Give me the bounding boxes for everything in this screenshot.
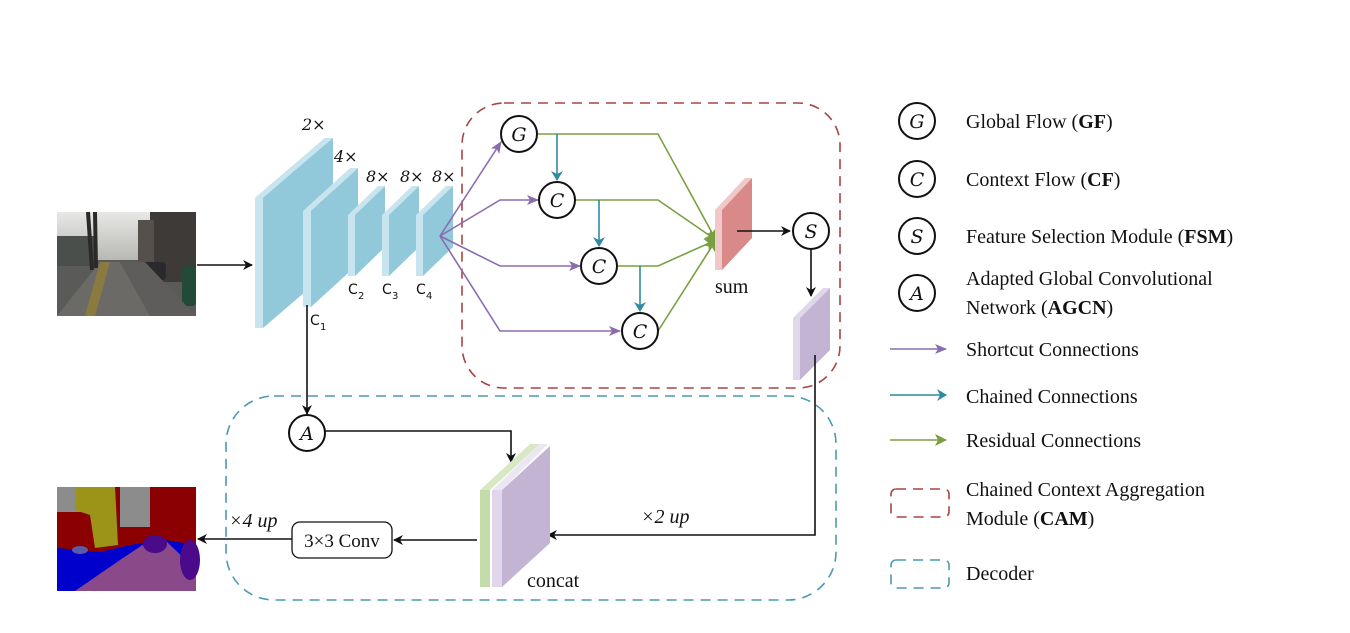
context-flow-node-1: C: [538, 181, 576, 219]
svg-text:2: 2: [358, 291, 364, 302]
svg-text:S: S: [910, 226, 923, 248]
context-flow-icon: [898, 160, 936, 198]
legend: G Global Flow (GF) C Context Flow (CF) S…: [890, 102, 1233, 589]
decoder-region: [225, 395, 837, 601]
svg-text:Module (CAM): Module (CAM): [966, 508, 1094, 530]
svg-text:Chained Context Aggregation: Chained Context Aggregation: [966, 479, 1205, 501]
fsm-icon: [898, 217, 936, 255]
legend-item-shortcut: Shortcut Connections: [890, 339, 1139, 361]
svg-text:G: G: [909, 111, 924, 133]
legend-item-residual: Residual Connections: [890, 430, 1141, 452]
decoder-box-icon: [890, 559, 950, 589]
sum-label: sum: [715, 276, 749, 298]
feature-label-c3: C 3: [382, 282, 398, 302]
svg-text:C: C: [310, 313, 320, 329]
svg-text:C: C: [382, 282, 392, 298]
upsample-2x-arrow: [547, 355, 816, 540]
global-flow-node: G: [500, 115, 538, 153]
agcn-icon: [898, 274, 936, 312]
chained-connections: [551, 134, 646, 312]
svg-text:Adapted Global Convolutional: Adapted Global Convolutional: [966, 268, 1213, 290]
svg-text:Network (AGCN): Network (AGCN): [966, 297, 1113, 319]
scale-label-2: 4×: [333, 147, 358, 166]
legend-item-context-flow: C Context Flow (CF): [898, 160, 1120, 198]
concat-block: [480, 444, 550, 587]
legend-item-decoder: Decoder: [890, 559, 1034, 589]
svg-text:S: S: [804, 221, 817, 243]
svg-text:1: 1: [320, 322, 326, 333]
svg-text:3×3 Conv: 3×3 Conv: [304, 531, 380, 552]
agcn-node: A: [288, 414, 326, 452]
svg-text:3: 3: [392, 291, 398, 302]
context-flow-node-2: C: [580, 247, 618, 285]
svg-text:Decoder: Decoder: [966, 563, 1034, 585]
legend-item-cam: Chained Context Aggregation Module (CAM): [890, 479, 1205, 530]
legend-item-fsm: S Feature Selection Module (FSM): [898, 217, 1233, 255]
scale-label-4: 8×: [400, 167, 424, 186]
encoder-block-3: [348, 186, 385, 276]
conv-3x3-box: 3×3 Conv: [291, 521, 393, 559]
svg-text:Shortcut Connections: Shortcut Connections: [966, 339, 1139, 361]
legend-item-global-flow: G Global Flow (GF): [898, 102, 1113, 140]
scale-label-1: 2×: [301, 115, 326, 134]
svg-text:C: C: [550, 190, 565, 212]
scale-label-5: 8×: [432, 167, 456, 186]
feature-label-c1: C 1: [310, 313, 326, 333]
global-flow-icon: [898, 102, 936, 140]
svg-text:C: C: [348, 282, 358, 298]
up4-label: ×4 up: [229, 510, 278, 532]
cam-region: [461, 102, 841, 389]
output-segmentation-image: [57, 487, 200, 591]
svg-text:C: C: [416, 282, 426, 298]
encoder-block-5: [416, 186, 453, 276]
residual-connections: [537, 133, 717, 332]
cam-box-icon: [890, 488, 950, 518]
svg-text:G: G: [511, 124, 526, 146]
agcn-to-concat-arrow: [325, 430, 516, 463]
legend-item-chained: Chained Connections: [890, 386, 1138, 408]
svg-text:Global Flow (GF): Global Flow (GF): [966, 111, 1113, 133]
sum-block: [715, 178, 752, 270]
svg-text:4: 4: [426, 291, 432, 302]
input-image: [57, 211, 196, 316]
shortcut-connections: [439, 141, 621, 336]
encoder-block-4: [382, 186, 419, 276]
fsm-output-block: [793, 288, 830, 380]
encoder: [255, 138, 453, 328]
scale-label-3: 8×: [366, 167, 390, 186]
svg-text:C: C: [910, 169, 925, 191]
fsm-node: S: [792, 212, 830, 250]
concat-label: concat: [527, 570, 580, 592]
svg-text:Residual Connections: Residual Connections: [966, 430, 1141, 452]
svg-text:Chained Connections: Chained Connections: [966, 386, 1138, 408]
encoder-block-2: [303, 168, 358, 307]
feature-label-c4: C 4: [416, 282, 432, 302]
svg-text:C: C: [592, 256, 607, 278]
context-flow-node-3: C: [621, 312, 659, 350]
svg-text:Context Flow (CF): Context Flow (CF): [966, 169, 1120, 191]
svg-text:A: A: [298, 423, 314, 445]
feature-label-c2: C 2: [348, 282, 364, 302]
up2-label: ×2 up: [641, 506, 690, 528]
legend-item-agcn: A Adapted Global Convolutional Network (…: [898, 268, 1213, 319]
svg-text:A: A: [908, 283, 924, 305]
svg-text:Feature Selection Module (FSM): Feature Selection Module (FSM): [966, 226, 1233, 248]
svg-text:C: C: [633, 321, 648, 343]
